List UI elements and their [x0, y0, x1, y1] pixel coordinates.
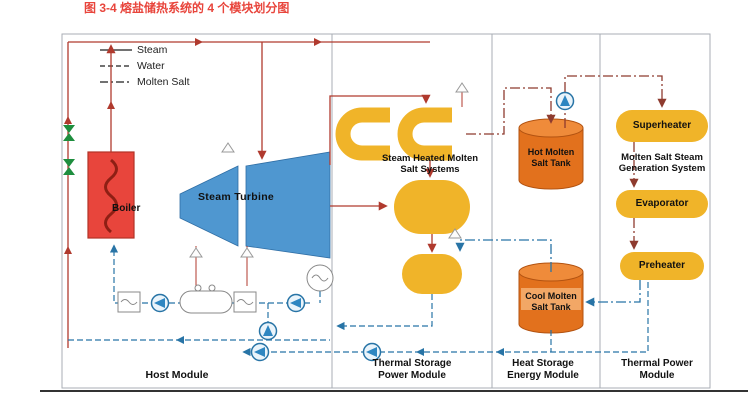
salt-exchanger-c1 — [335, 107, 390, 161]
pump-icon — [555, 91, 575, 111]
hot-salt-tank-shape — [518, 118, 584, 190]
vent-icons — [189, 82, 469, 258]
boiler-shape — [87, 151, 135, 239]
salt-exchanger-group — [335, 107, 470, 294]
salt-lines-cold — [455, 239, 641, 307]
flow-arrows — [64, 38, 504, 356]
pump-icon — [286, 293, 306, 313]
deaerator-icon — [179, 290, 233, 314]
pump-icon — [258, 321, 278, 341]
evaporator-pill — [616, 190, 708, 218]
boiler-coil-icon — [104, 158, 118, 234]
valve-icon — [63, 159, 75, 175]
vent-icon — [221, 142, 235, 153]
superheater-pill — [616, 110, 708, 142]
vent-icon — [189, 247, 203, 258]
salt-exchanger-c2 — [397, 107, 452, 161]
module-borders — [61, 33, 711, 389]
preheater-pill — [620, 252, 704, 280]
vent-icon — [240, 247, 254, 258]
valve-icon — [63, 125, 75, 141]
valve-icons — [63, 125, 75, 175]
pump-icon — [250, 342, 270, 362]
pump-icon — [362, 342, 382, 362]
cool-salt-tank-shape — [518, 262, 584, 334]
pump-icon — [150, 293, 170, 313]
salt-exchanger-vessel — [394, 180, 470, 234]
vent-icon — [455, 82, 469, 93]
feedwater-heater-icons — [117, 264, 334, 314]
pump-icons — [150, 91, 575, 362]
salt-exchanger-capsule — [402, 254, 462, 294]
bottom-rule — [40, 390, 748, 392]
vent-icon — [448, 228, 462, 239]
legend-lines — [100, 49, 132, 83]
steam-turbine-shape — [179, 151, 331, 259]
